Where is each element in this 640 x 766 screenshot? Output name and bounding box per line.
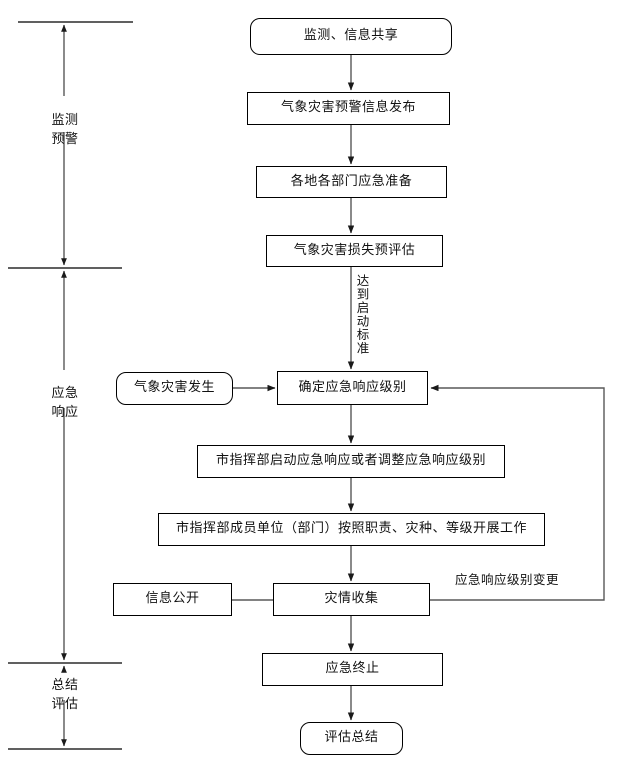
node-assessment-summary[interactable]: 评估总结 <box>300 722 403 755</box>
node-label: 确定应急响应级别 <box>298 379 407 395</box>
node-label: 灾情收集 <box>324 591 379 607</box>
edge-label-activation-threshold: 达到启动标准 <box>354 274 370 355</box>
node-emergency-termination[interactable]: 应急终止 <box>262 653 443 686</box>
node-hq-activate-or-adjust[interactable]: 市指挥部启动应急响应或者调整应急响应级别 <box>197 445 505 478</box>
node-label: 市指挥部成员单位（部门）按照职责、灾种、等级开展工作 <box>175 521 527 537</box>
node-label: 应急终止 <box>325 661 380 677</box>
phase-label-monitoring-warning: 监测 预警 <box>51 113 79 147</box>
phase-label-emergency-response: 应急 响应 <box>51 386 79 420</box>
edge-feedback-loop <box>430 384 605 601</box>
node-disaster-occurrence[interactable]: 气象灾害发生 <box>116 372 233 405</box>
node-disaster-data-collection[interactable]: 灾情收集 <box>273 583 430 616</box>
node-label: 市指挥部启动应急响应或者调整应急响应级别 <box>215 453 486 469</box>
node-label: 气象灾害损失预评估 <box>293 242 416 258</box>
edge-label-response-level-change: 应急响应级别变更 <box>455 572 560 587</box>
node-label: 各地各部门应急准备 <box>290 173 413 189</box>
node-label: 气象灾害预警信息发布 <box>280 100 416 116</box>
node-determine-response-level[interactable]: 确定应急响应级别 <box>277 371 428 405</box>
node-label: 气象灾害发生 <box>133 380 215 396</box>
phase-label-summary-assessment: 总结 评估 <box>51 678 79 712</box>
node-label: 信息公开 <box>145 591 200 607</box>
node-department-preparedness[interactable]: 各地各部门应急准备 <box>256 166 447 198</box>
node-member-units-work[interactable]: 市指挥部成员单位（部门）按照职责、灾种、等级开展工作 <box>158 513 545 546</box>
node-information-disclosure[interactable]: 信息公开 <box>113 583 232 616</box>
node-label: 评估总结 <box>324 730 379 746</box>
node-loss-pre-assessment[interactable]: 气象灾害损失预评估 <box>266 235 443 267</box>
node-label: 监测、信息共享 <box>303 28 399 44</box>
node-monitoring-info-sharing[interactable]: 监测、信息共享 <box>250 18 452 55</box>
node-warning-release[interactable]: 气象灾害预警信息发布 <box>247 92 450 125</box>
